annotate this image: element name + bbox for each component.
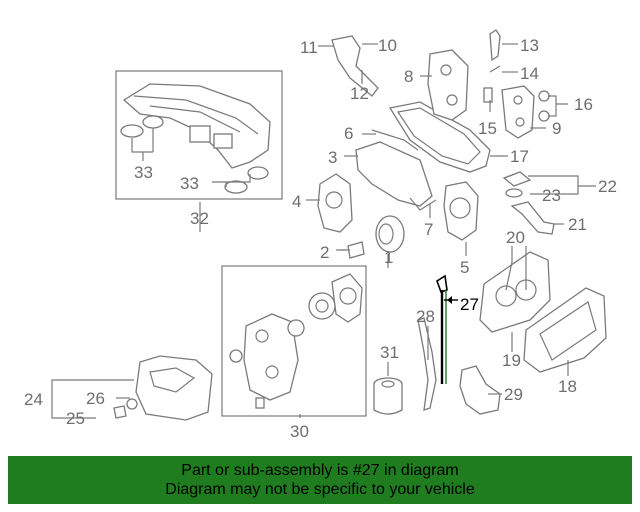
callout-32: 32 [190, 209, 209, 228]
callout-8: 8 [404, 67, 413, 86]
callout-14: 14 [520, 64, 539, 83]
dipstick-tube [417, 317, 437, 411]
callout-13: 13 [520, 36, 539, 55]
banner-line-2: Diagram may not be specific to your vehi… [165, 481, 475, 498]
callout-28: 28 [416, 307, 435, 326]
callout-25: 25 [66, 409, 85, 428]
callout-11: 11 [300, 38, 318, 57]
banner-line-1: Part or sub-assembly is #27 in diagram [181, 462, 459, 479]
callout-16: 16 [574, 95, 593, 114]
callout-21: 21 [568, 215, 587, 234]
intake-manifold-drawing [120, 83, 271, 194]
callout-3: 3 [328, 148, 337, 167]
leader-lines [51, 43, 596, 419]
pump-box [221, 265, 367, 417]
intake-manifold-box [115, 70, 283, 200]
callout-24: 24 [24, 390, 43, 409]
dipstick-27-highlight [436, 274, 458, 384]
callout-1: 1 [384, 248, 393, 267]
callout-15: 15 [478, 119, 497, 138]
oil-filler-parts [502, 171, 555, 235]
upper-right-parts [331, 29, 550, 139]
callout-20: 20 [506, 228, 525, 247]
callout-19: 19 [502, 351, 521, 370]
callout-18: 18 [558, 377, 577, 396]
callout-6: 6 [344, 124, 353, 143]
info-banner: Part or sub-assembly is #27 in diagram D… [8, 456, 632, 504]
callout-30: 30 [290, 422, 309, 441]
callout-5: 5 [460, 258, 469, 277]
callout-31: 31 [380, 343, 399, 362]
callout-2: 2 [320, 243, 329, 262]
oil-pump-drawing [229, 273, 363, 409]
timing-belt-drawing [317, 101, 491, 241]
callout-26: 26 [86, 389, 105, 408]
callout-23: 23 [542, 186, 561, 205]
callout-4: 4 [292, 192, 301, 211]
callout-33a: 33 [134, 163, 153, 182]
callout-12: 12 [350, 84, 369, 103]
callout-17: 17 [510, 147, 529, 166]
leader-33a [131, 128, 154, 161]
oil-strainer [459, 365, 501, 415]
leader-33b [212, 174, 251, 187]
callout-29: 29 [504, 385, 523, 404]
callout-labels: 1 2 3 4 5 6 7 8 9 10 11 12 13 14 15 16 1… [24, 36, 617, 441]
parts-diagram: 1 2 3 4 5 6 7 8 9 10 11 12 13 14 15 16 1… [24, 29, 617, 441]
oil-pan-drawing [113, 355, 213, 421]
head-covers-drawing [479, 251, 607, 373]
callout-10: 10 [378, 36, 397, 55]
callout-33b: 33 [180, 174, 199, 193]
pulley-and-bolt [340, 215, 405, 259]
callout-7: 7 [424, 220, 433, 239]
oil-filter-drawing [373, 377, 403, 415]
callout-9: 9 [552, 119, 561, 138]
callout-22: 22 [598, 177, 617, 196]
callout-27: 27 [460, 295, 479, 314]
